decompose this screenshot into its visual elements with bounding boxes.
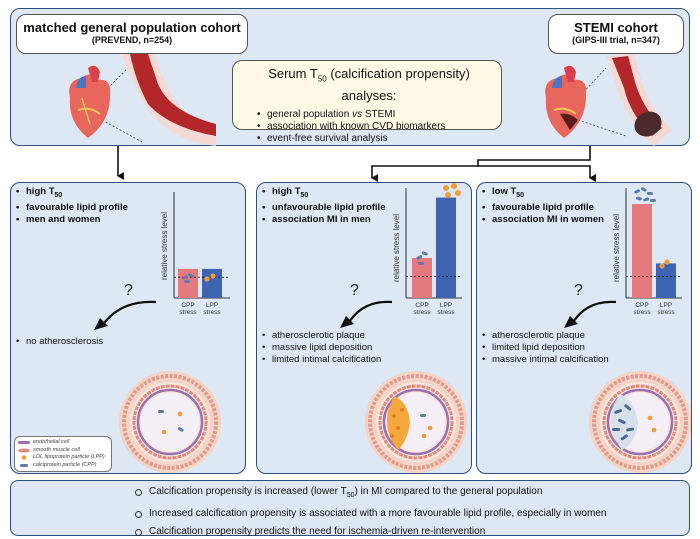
left-cohort-box: matched general population cohort (PREVE… bbox=[16, 14, 248, 54]
stress-chart-1: relative stress level CPP stress LPP str… bbox=[160, 190, 240, 324]
panel-2-attributes: high T50 unfavourable lipid profile asso… bbox=[262, 186, 402, 226]
bar-label-lpp: LPP stress bbox=[437, 302, 455, 316]
t50-status: high T50 bbox=[16, 186, 166, 202]
t50-status: low T50 bbox=[482, 186, 612, 202]
legend-item: endothelial cell bbox=[15, 439, 111, 447]
question-mark: ? bbox=[574, 282, 583, 299]
stress-bars-svg bbox=[405, 188, 462, 299]
particle-icons-3 bbox=[634, 187, 670, 269]
panel-1-outcomes: no atherosclerosis bbox=[16, 336, 216, 348]
sex-association: men and women bbox=[16, 214, 166, 226]
stress-chart-2: relative stress level CPP stress LPP str… bbox=[392, 186, 472, 326]
legend-item: calciprotein particle (CPP) bbox=[15, 462, 111, 470]
curved-arrow-1 bbox=[94, 300, 157, 330]
legend-item: smooth muscle cell bbox=[15, 447, 111, 455]
lipid-profile: unfavourable lipid profile bbox=[262, 202, 402, 214]
smooth-muscle-cell-icon bbox=[18, 448, 30, 453]
outcome-item: limited lipid deposition bbox=[482, 342, 682, 354]
lpp-stress-bar bbox=[202, 268, 222, 298]
bar-label-cpp: CPP stress bbox=[633, 302, 651, 316]
serum-item: association with known CVD biomarkers bbox=[257, 121, 491, 133]
outcome-item: no atherosclerosis bbox=[16, 336, 216, 348]
bar-label-cpp: CPP stress bbox=[413, 302, 431, 316]
heart-illustration-right bbox=[545, 54, 672, 146]
lipid-profile: favourable lipid profile bbox=[16, 202, 166, 214]
particle-icons-1 bbox=[182, 273, 216, 283]
curved-arrow-3 bbox=[564, 300, 617, 328]
serum-analysis-list: general population vs STEMI association … bbox=[257, 109, 491, 145]
left-cohort-title: matched general population cohort bbox=[23, 20, 241, 35]
summary-item: Increased calcification propensity is as… bbox=[135, 505, 689, 523]
serum-analysis-box: Serum T50 (calcification propensity) ana… bbox=[232, 60, 502, 145]
connector-arrows bbox=[117, 146, 596, 182]
summary-item: Calcification propensity is increased (l… bbox=[135, 483, 689, 505]
sex-association: association MI in men bbox=[262, 214, 402, 226]
summary-item: Calcification propensity predicts the ne… bbox=[135, 523, 689, 539]
vessel-lipid-plaque bbox=[365, 371, 467, 473]
outcome-item: atherosclerotic plaque bbox=[262, 330, 462, 342]
lipid-profile: favourable lipid profile bbox=[482, 202, 612, 214]
vessel-healthy bbox=[119, 371, 221, 473]
right-cohort-subtitle: (GIPS-III trial, n=347) bbox=[572, 35, 660, 45]
stress-chart-3: relative stress level CPP stress LPP str… bbox=[612, 186, 692, 326]
calciprotein-particle-icon bbox=[20, 463, 28, 467]
outcome-item: massive lipid deposition bbox=[262, 342, 462, 354]
curved-arrow-2 bbox=[340, 300, 393, 328]
outcome-item: massive intimal calcification bbox=[482, 354, 682, 366]
outcome-item: limited intimal calcification bbox=[262, 354, 462, 366]
serum-item: general population vs STEMI bbox=[257, 109, 491, 121]
lpp-stress-bar bbox=[656, 263, 676, 298]
lpp-stress-bar bbox=[436, 197, 456, 298]
serum-title: Serum T50 (calcification propensity) ana… bbox=[268, 66, 470, 103]
right-cohort-box: STEMI cohort (GIPS-III trial, n=347) bbox=[548, 14, 684, 54]
serum-item: event-free survival analysis bbox=[257, 133, 491, 145]
legend-item: LDL lipoprotein particle (LPP) bbox=[15, 454, 111, 462]
cell-legend: endothelial cell smooth muscle cell LDL … bbox=[14, 436, 112, 472]
t50-status: high T50 bbox=[262, 186, 402, 202]
left-cohort-subtitle: (PREVEND, n=254) bbox=[91, 35, 173, 45]
lipoprotein-particle-icon bbox=[21, 455, 27, 461]
endothelial-cell-icon bbox=[18, 441, 30, 445]
cpp-stress-bar bbox=[412, 258, 432, 298]
panel-3-outcomes: atherosclerotic plaque limited lipid dep… bbox=[482, 330, 682, 366]
question-mark: ? bbox=[350, 282, 359, 299]
panel-2-outcomes: atherosclerotic plaque massive lipid dep… bbox=[262, 330, 462, 366]
vessel-calcified-plaque bbox=[589, 371, 691, 473]
cpp-stress-bar bbox=[632, 204, 652, 298]
stress-bars-svg bbox=[625, 188, 682, 299]
outcome-item: atherosclerotic plaque bbox=[482, 330, 682, 342]
question-mark: ? bbox=[124, 282, 133, 299]
summary-list: Calcification propensity is increased (l… bbox=[135, 483, 689, 539]
panel-1-attributes: high T50 favourable lipid profile men an… bbox=[16, 186, 166, 226]
particle-icons-2 bbox=[416, 183, 461, 265]
heart-illustration-left bbox=[69, 54, 216, 146]
right-cohort-title: STEMI cohort bbox=[574, 20, 658, 35]
summary-box: Calcification propensity is increased (l… bbox=[10, 480, 690, 539]
sex-association: association MI in women bbox=[482, 214, 612, 226]
bar-label-lpp: LPP stress bbox=[657, 302, 675, 316]
bar-label-lpp: LPP stress bbox=[203, 302, 221, 316]
panel-3-attributes: low T50 favourable lipid profile associa… bbox=[482, 186, 612, 226]
bar-label-cpp: CPP stress bbox=[179, 302, 197, 316]
